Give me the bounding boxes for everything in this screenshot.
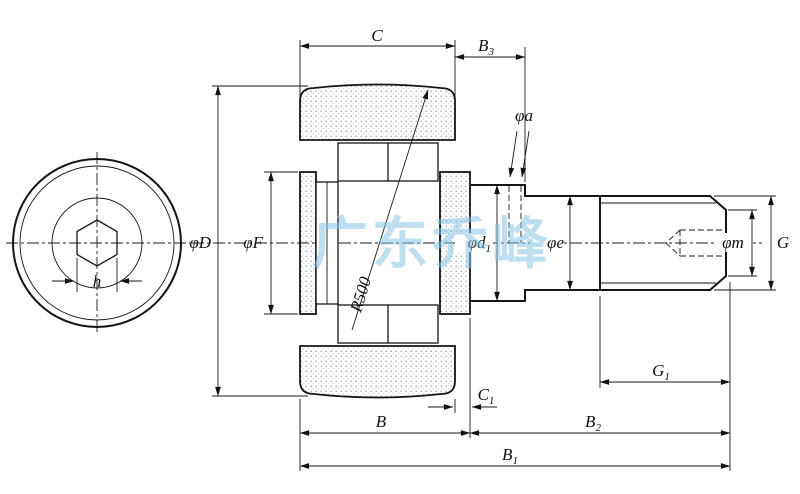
- outer-ring-bottom-section: [299, 345, 456, 399]
- dim-phi-D: φD: [189, 85, 308, 397]
- dim-b2: B2: [469, 412, 731, 436]
- c1-label-main: C: [478, 385, 490, 404]
- watermark: 广东乔峰: [312, 212, 552, 277]
- dim-phi-m: φm: [714, 209, 757, 277]
- stud-end-circle: [51, 197, 143, 289]
- end-view-centerlines: [6, 152, 190, 334]
- outer-ring-top-section: [299, 83, 456, 141]
- g1-label: G1: [652, 361, 670, 383]
- dim-b: B: [299, 399, 471, 471]
- phi-a-leader-right: [520, 130, 530, 178]
- phi-d1-label-mask: [455, 233, 493, 252]
- dim-g1: G1: [599, 282, 731, 471]
- r500-leader: [351, 89, 429, 331]
- b2-label: B2: [585, 412, 601, 434]
- dim-b1: B1: [299, 445, 731, 469]
- dim-phi-a: φa: [508, 106, 533, 178]
- phi-m-label-mask: [714, 233, 750, 252]
- phi-d1-label-sub: 1: [486, 243, 492, 255]
- phi-D-label: φD: [189, 233, 211, 252]
- dimensions: C B3 φa φD φF φd1: [189, 26, 789, 471]
- h-label: h: [93, 272, 102, 291]
- dim-h: h: [52, 258, 142, 292]
- phi-F-label: φF: [243, 233, 263, 252]
- phi-a-label: φa: [515, 106, 533, 125]
- b1-label-sub: 1: [512, 455, 518, 467]
- c1-label: C1: [478, 385, 495, 407]
- g-label: G: [777, 233, 789, 252]
- roller-chamfer-circle: [19, 165, 175, 321]
- thread-root-lines: [600, 202, 716, 284]
- b-label: B: [376, 412, 387, 431]
- phi-m-label: φm: [722, 233, 744, 252]
- dim-g: G: [714, 195, 789, 291]
- g1-extension-lines: [599, 282, 731, 471]
- grease-hole-hidden-lines: [508, 186, 522, 243]
- b1-label-main: B: [502, 445, 513, 464]
- b3-label: B3: [478, 36, 494, 58]
- phi-d1-label: φd1: [468, 233, 491, 255]
- phi-a-leader-left: [508, 130, 518, 178]
- b1-label: B1: [502, 445, 518, 467]
- c1-label-sub: 1: [489, 395, 495, 407]
- phi-d1-label-main: φd: [468, 233, 486, 252]
- phi-e-label-mask: [530, 233, 564, 252]
- dim-phi-e: φe: [530, 195, 573, 291]
- b2-label-main: B: [585, 412, 596, 431]
- c1-extension-lines: [454, 318, 471, 438]
- section-view: R500: [192, 83, 762, 399]
- dim-phi-d1: φd1: [455, 184, 500, 302]
- end-socket-hidden-lines: [665, 229, 726, 257]
- left-end-view: h: [6, 152, 190, 334]
- dim-c: C: [299, 26, 456, 97]
- b3-label-main: B: [478, 36, 489, 55]
- g1-label-sub: 1: [664, 371, 670, 383]
- roller-od-circle: [12, 158, 182, 328]
- hex-socket: [76, 219, 118, 267]
- phi-e-label: φe: [547, 233, 564, 252]
- phi-D-extension-lines: [212, 85, 308, 397]
- b2-label-sub: 2: [595, 422, 601, 434]
- h-extension-lines: [76, 258, 118, 292]
- dim-c1: C1: [428, 318, 497, 438]
- b3-label-sub: 3: [487, 46, 494, 58]
- c-extension-lines: [299, 40, 456, 97]
- dim-phi-F: φF: [243, 171, 298, 315]
- g-extension-lines: [714, 195, 776, 291]
- g1-label-main: G: [652, 361, 664, 380]
- c-label: C: [371, 26, 383, 45]
